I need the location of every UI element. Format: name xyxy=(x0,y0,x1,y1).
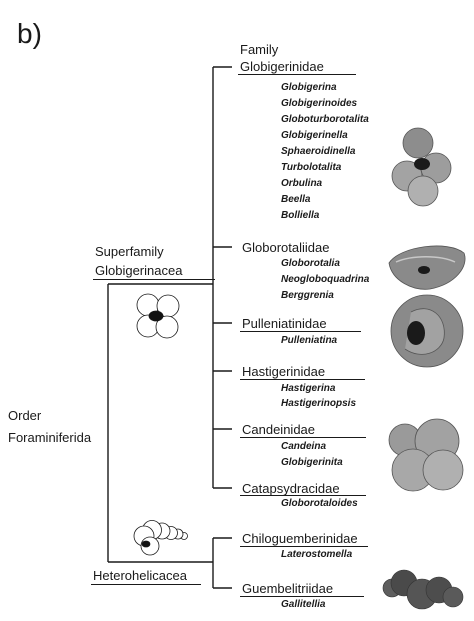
globorotalia-shell-icon xyxy=(388,245,466,290)
family-guembelitriidae-underline xyxy=(240,596,364,597)
genus-globorotaloides: Globorotaloides xyxy=(281,498,358,509)
pulleniatina-shell-icon xyxy=(390,294,464,368)
genus-candeina: Candeina xyxy=(281,441,327,452)
family-globigerinidae-underline xyxy=(238,74,356,75)
family-guembelitriidae: Guembelitriidae xyxy=(242,581,334,596)
order-label-line1: Order xyxy=(8,408,42,423)
family-catapsydracidae-underline xyxy=(240,495,366,496)
superfamily-heterohelicacea: Heterohelicacea xyxy=(93,568,187,583)
genus-globigerinita: Globigerinita xyxy=(281,457,343,468)
family-rank-label: Family xyxy=(240,42,279,57)
superfamily-rank-label: Superfamily xyxy=(95,244,164,259)
genus-beella: Beella xyxy=(281,194,311,205)
genus-globigerinoides: Globigerinoides xyxy=(281,98,358,109)
family-hastigerinidae-underline xyxy=(240,379,365,380)
superfamily-globigerinacea: Globigerinacea xyxy=(95,263,183,278)
genus-gallitellia: Gallitellia xyxy=(281,599,326,610)
genus-neogloboquadrina: Neogloboquadrina xyxy=(281,274,370,285)
genus-globigerinella: Globigerinella xyxy=(281,130,348,141)
genus-hastigerinopsis: Hastigerinopsis xyxy=(281,398,357,409)
genus-orbulina: Orbulina xyxy=(281,178,323,189)
genus-turbolotalita: Turbolotalita xyxy=(281,162,342,173)
family-pulleniatinidae: Pulleniatinidae xyxy=(242,316,327,331)
family-globorotaliidae: Globorotaliidae xyxy=(242,240,330,255)
family-chiloguemberinidae: Chiloguemberinidae xyxy=(242,531,358,546)
candeina-shell-icon xyxy=(388,418,464,492)
genus-laterostomella: Laterostomella xyxy=(281,549,353,560)
guembelitria-shell-icon xyxy=(382,569,464,610)
genus-globorotalia: Globorotalia xyxy=(281,258,340,269)
panel-label: b) xyxy=(17,18,42,49)
globigerina-shell-icon xyxy=(391,127,452,207)
genus-bolliella: Bolliella xyxy=(281,210,320,221)
genus-pulleniatina: Pulleniatina xyxy=(281,335,338,346)
genus-berggrenia: Berggrenia xyxy=(281,290,334,301)
genus-globigerina: Globigerina xyxy=(281,82,337,93)
family-candeinidae: Candeinidae xyxy=(242,422,316,437)
genus-sphaeroidinella: Sphaeroidinella xyxy=(281,146,356,157)
globigerinacea-schematic-icon xyxy=(136,293,180,339)
genus-globoturborotalita: Globoturborotalita xyxy=(281,114,369,125)
family-catapsydracidae: Catapsydracidae xyxy=(242,481,340,496)
family-globigerinidae: Globigerinidae xyxy=(240,59,324,74)
family-candeinidae-underline xyxy=(240,437,366,438)
family-hastigerinidae: Hastigerinidae xyxy=(242,364,326,379)
family-pulleniatinidae-underline xyxy=(240,331,361,332)
heterohelicacea-schematic-icon xyxy=(133,520,188,556)
genus-hastigerina: Hastigerina xyxy=(281,383,336,394)
superfamily-globigerinacea-underline xyxy=(93,279,215,280)
superfamily-heterohelicacea-underline xyxy=(91,584,201,585)
order-label-line2: Foraminiferida xyxy=(8,430,92,445)
family-chiloguemberinidae-underline xyxy=(240,546,368,547)
